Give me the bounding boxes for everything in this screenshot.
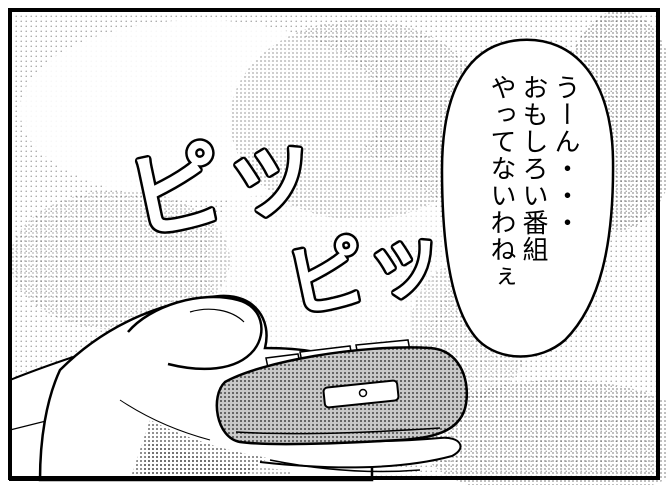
speech-line-3: やってないわねぇ	[486, 74, 516, 290]
speech-line-1: うーん・・・	[550, 74, 580, 236]
speech-bubble-text: うーん・・・ おもしろい番組 やってないわねぇ	[486, 74, 580, 364]
speech-line-2: おもしろい番組	[518, 74, 548, 263]
remote-control	[215, 339, 469, 446]
panel-border	[8, 8, 660, 480]
shadow-tone	[140, 440, 290, 480]
speech-bubble-shape	[440, 38, 615, 358]
